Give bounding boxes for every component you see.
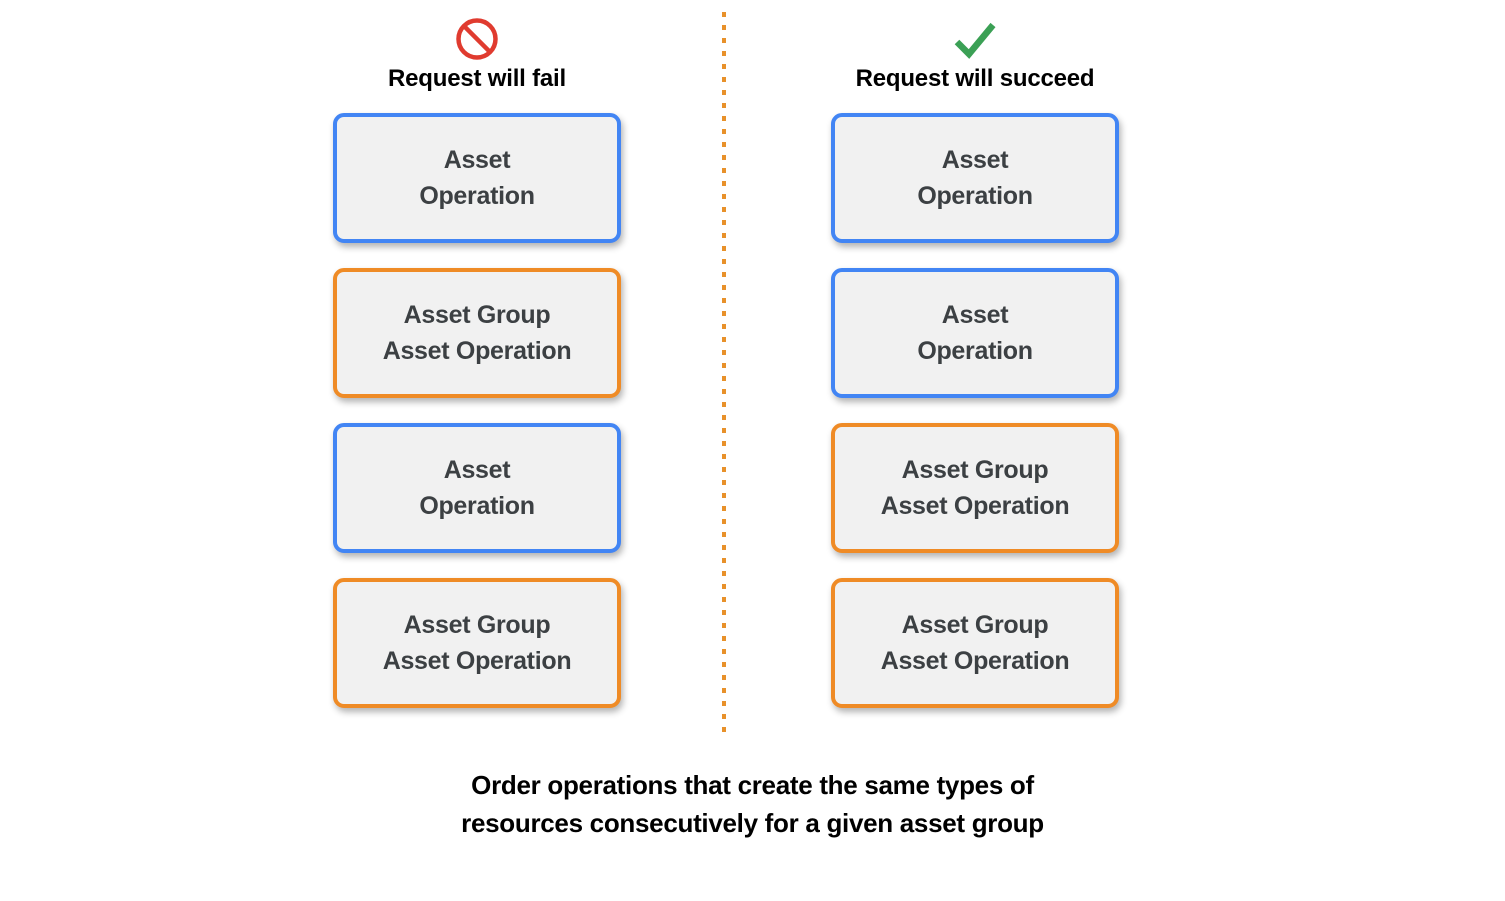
column-divider [722,12,726,738]
operation-node[interactable]: Asset Operation [831,268,1119,398]
operation-node-label: Asset Group Asset Operation [382,611,572,675]
operation-node-label: Asset Operation [419,456,535,520]
operation-node[interactable]: Asset Operation [333,113,621,243]
operation-node-label: Asset Group Asset Operation [382,301,572,365]
prohibited-icon [297,14,657,64]
operation-node[interactable]: Asset Operation [831,113,1119,243]
operation-node-label: Asset Operation [917,301,1033,365]
operation-node[interactable]: Asset Group Asset Operation [333,268,621,398]
operation-node-label: Asset Group Asset Operation [880,611,1070,675]
column-label-succeed: Request will succeed [855,65,1095,92]
operation-node[interactable]: Asset Group Asset Operation [333,578,621,708]
column-label-fail: Request will fail [388,65,566,92]
column-header-succeed: Request will succeed [795,14,1155,94]
operation-stack-fail: Asset Operation Asset Group Asset Operat… [333,113,621,708]
operation-node[interactable]: Asset Group Asset Operation [831,423,1119,553]
diagram-caption: Order operations that create the same ty… [461,770,1044,838]
operation-stack-succeed: Asset Operation Asset Operation Asset Gr… [831,113,1119,708]
operation-node-label: Asset Operation [917,146,1033,210]
checkmark-icon [795,14,1155,64]
operation-node-label: Asset Operation [419,146,535,210]
operation-node[interactable]: Asset Group Asset Operation [831,578,1119,708]
operation-node[interactable]: Asset Operation [333,423,621,553]
operation-node-label: Asset Group Asset Operation [880,456,1070,520]
column-header-fail: Request will fail [297,14,657,94]
